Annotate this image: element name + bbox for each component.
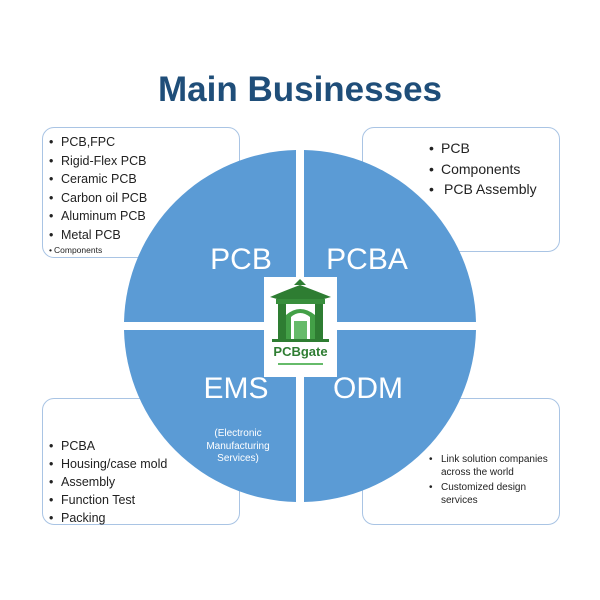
- list-item: Rigid-Flex PCB: [49, 152, 233, 171]
- list-item: PCB: [429, 138, 547, 159]
- list-item: Ceramic PCB: [49, 170, 233, 189]
- list-item: Components: [429, 159, 547, 180]
- list-item: Housing/case mold: [49, 455, 233, 473]
- list-item: Link solution companies across the world: [429, 454, 553, 479]
- list-item: PCB Assembly: [429, 179, 547, 200]
- ems-sub-label: (Electronic Manufacturing Services): [178, 428, 298, 466]
- ems-quadrant-label: EMS: [203, 372, 269, 405]
- pcb-quadrant-label: PCB: [210, 243, 272, 276]
- page-title: Main Businesses: [158, 70, 442, 109]
- ems-sub-label-line: Manufacturing: [206, 440, 270, 452]
- ems-quadrant: [124, 330, 296, 502]
- logo-tagline: [264, 361, 337, 368]
- list-item: Carbon oil PCB: [49, 189, 233, 208]
- list-item: Metal PCB: [49, 226, 233, 245]
- odm-quadrant: [304, 330, 476, 502]
- pcba-quadrant: [304, 150, 476, 322]
- list-item: Components: [49, 245, 233, 256]
- pcba-quadrant-label: PCBA: [326, 243, 408, 276]
- pagoda-gate-logo-icon: [270, 279, 331, 342]
- list-item: Packing: [49, 509, 233, 527]
- pcbgate-logo: PCBgate: [264, 277, 337, 377]
- odm-quadrant-label: ODM: [333, 372, 403, 405]
- list-item: PCB,FPC: [49, 133, 233, 152]
- ems-sub-label-line: (Electronic: [214, 428, 262, 439]
- list-item: Assembly: [49, 473, 233, 491]
- list-item: Aluminum PCB: [49, 207, 233, 226]
- pcb-quadrant: [124, 150, 296, 322]
- tagline-squiggle-icon: [278, 363, 323, 365]
- list-item: PCBA: [49, 437, 233, 455]
- logo-word: PCBgate: [273, 344, 328, 359]
- list-item: Customized design services: [429, 482, 553, 507]
- list-item: Function Test: [49, 491, 233, 509]
- ems-sub-label-line: Services): [217, 453, 259, 464]
